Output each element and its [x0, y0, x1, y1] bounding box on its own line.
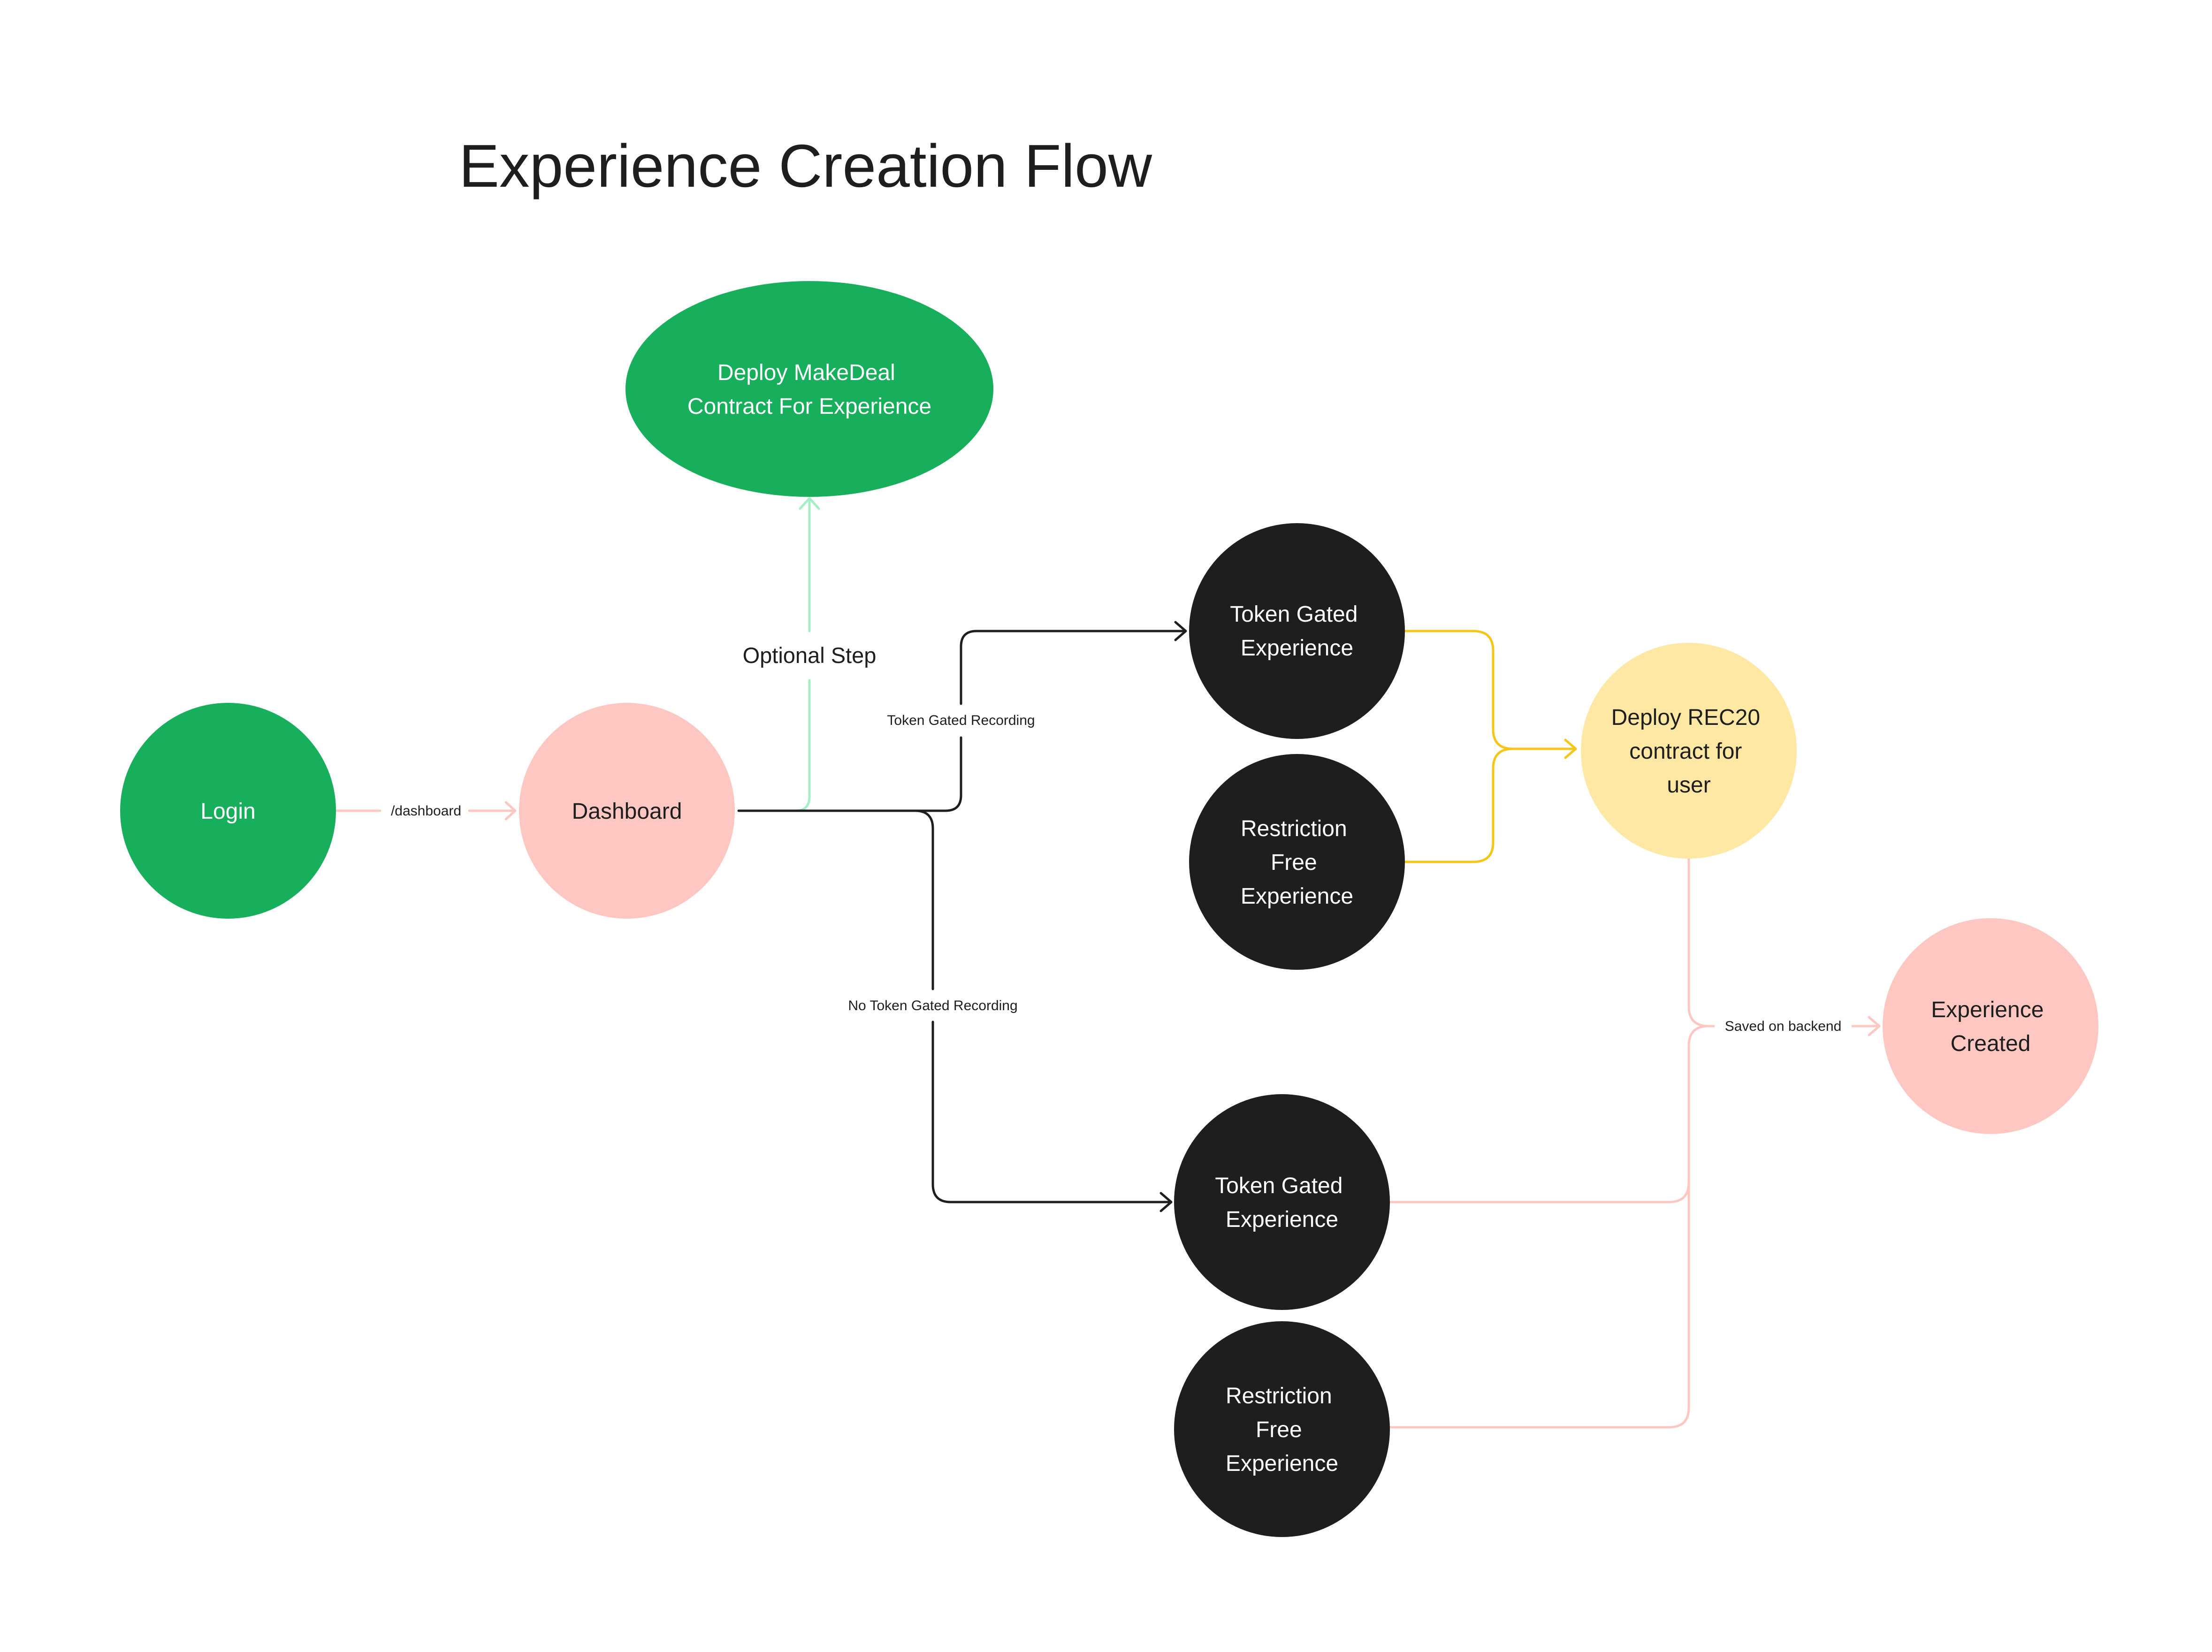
- node-restriction-free-bottom-line-1: Restriction: [1226, 1384, 1332, 1408]
- edge-to-experience-created: [1387, 857, 1881, 1429]
- svg-text:Deploy REC20 contract fo: Deploy REC20 contract for user: [1611, 705, 1767, 798]
- node-restriction-free-bottom-line-2: Free: [1256, 1417, 1302, 1442]
- node-deploy-makedeal[interactable]: Deploy MakeDeal Contract For Experience: [625, 281, 993, 497]
- node-deploy-rec20-line-3: user: [1667, 773, 1710, 798]
- edge-label-optional-step: Optional Step: [743, 643, 877, 668]
- node-token-gated-top[interactable]: Token Gated Experience: [1189, 523, 1405, 739]
- svg-text:Restriction Free E: Restriction Free Experience: [1241, 816, 1353, 909]
- node-experience-created-line-2: Created: [1951, 1031, 2031, 1056]
- edge-dashboard-to-token-gated-bottom: [914, 809, 1173, 1212]
- node-deploy-rec20-line-2: contract for: [1629, 739, 1742, 764]
- node-experience-created[interactable]: Experience Created: [1883, 918, 2098, 1134]
- edge-label-no-token-gated-recording: No Token Gated Recording: [848, 998, 1017, 1013]
- node-restriction-free-top[interactable]: Restriction Free Experience: [1189, 754, 1405, 970]
- node-token-gated-top-line-1: Token Gated: [1230, 602, 1358, 627]
- svg-text:Token Gated Experience: Token Gated Experience: [1215, 1173, 1349, 1232]
- svg-text:Login: Login: [200, 799, 255, 824]
- svg-text:Restriction Free E: Restriction Free Experience: [1226, 1384, 1338, 1476]
- edge-top-experiences-to-rec20: [1403, 630, 1577, 863]
- svg-text:Experience Created: Experience Created: [1931, 997, 2050, 1056]
- node-deploy-makedeal-line-2: Contract For Experience: [687, 394, 931, 419]
- page-title: Experience Creation Flow: [459, 132, 1152, 200]
- node-dashboard-line-1: Dashboard: [572, 799, 682, 824]
- node-login[interactable]: Login: [120, 703, 336, 919]
- node-deploy-rec20-line-1: Deploy REC20: [1611, 705, 1760, 730]
- node-token-gated-bottom-line-1: Token Gated: [1215, 1173, 1342, 1198]
- edge-label-saved-on-backend: Saved on backend: [1725, 1019, 1842, 1034]
- node-experience-created-line-1: Experience: [1931, 997, 2044, 1022]
- node-dashboard[interactable]: Dashboard: [519, 703, 735, 919]
- edge-label-token-gated-recording: Token Gated Recording: [887, 713, 1035, 728]
- node-restriction-free-bottom-line-3: Experience: [1226, 1451, 1338, 1476]
- svg-text:Deploy MakeDeal Contract: Deploy MakeDeal Contract For Experience: [687, 360, 931, 419]
- svg-text:Token Gated Experience: Token Gated Experience: [1230, 602, 1364, 661]
- node-deploy-makedeal-line-1: Deploy MakeDeal: [717, 360, 895, 385]
- node-restriction-free-top-line-3: Experience: [1241, 884, 1353, 909]
- edge-label-dashboard-route: /dashboard: [391, 803, 461, 819]
- svg-text:Dashboard: Dashboard: [572, 799, 682, 824]
- node-token-gated-bottom[interactable]: Token Gated Experience: [1174, 1094, 1390, 1310]
- node-restriction-free-top-line-2: Free: [1271, 850, 1317, 875]
- edge-dashboard-to-token-gated-top: [737, 621, 1187, 812]
- node-restriction-free-top-line-1: Restriction: [1241, 816, 1347, 841]
- node-restriction-free-bottom[interactable]: Restriction Free Experience: [1174, 1321, 1390, 1537]
- edge-login-to-dashboard: [335, 801, 517, 821]
- node-token-gated-bottom-line-2: Experience: [1226, 1207, 1338, 1232]
- node-token-gated-top-line-2: Experience: [1241, 636, 1353, 661]
- node-login-line-1: Login: [200, 799, 255, 824]
- node-deploy-rec20[interactable]: Deploy REC20 contract for user: [1581, 643, 1797, 859]
